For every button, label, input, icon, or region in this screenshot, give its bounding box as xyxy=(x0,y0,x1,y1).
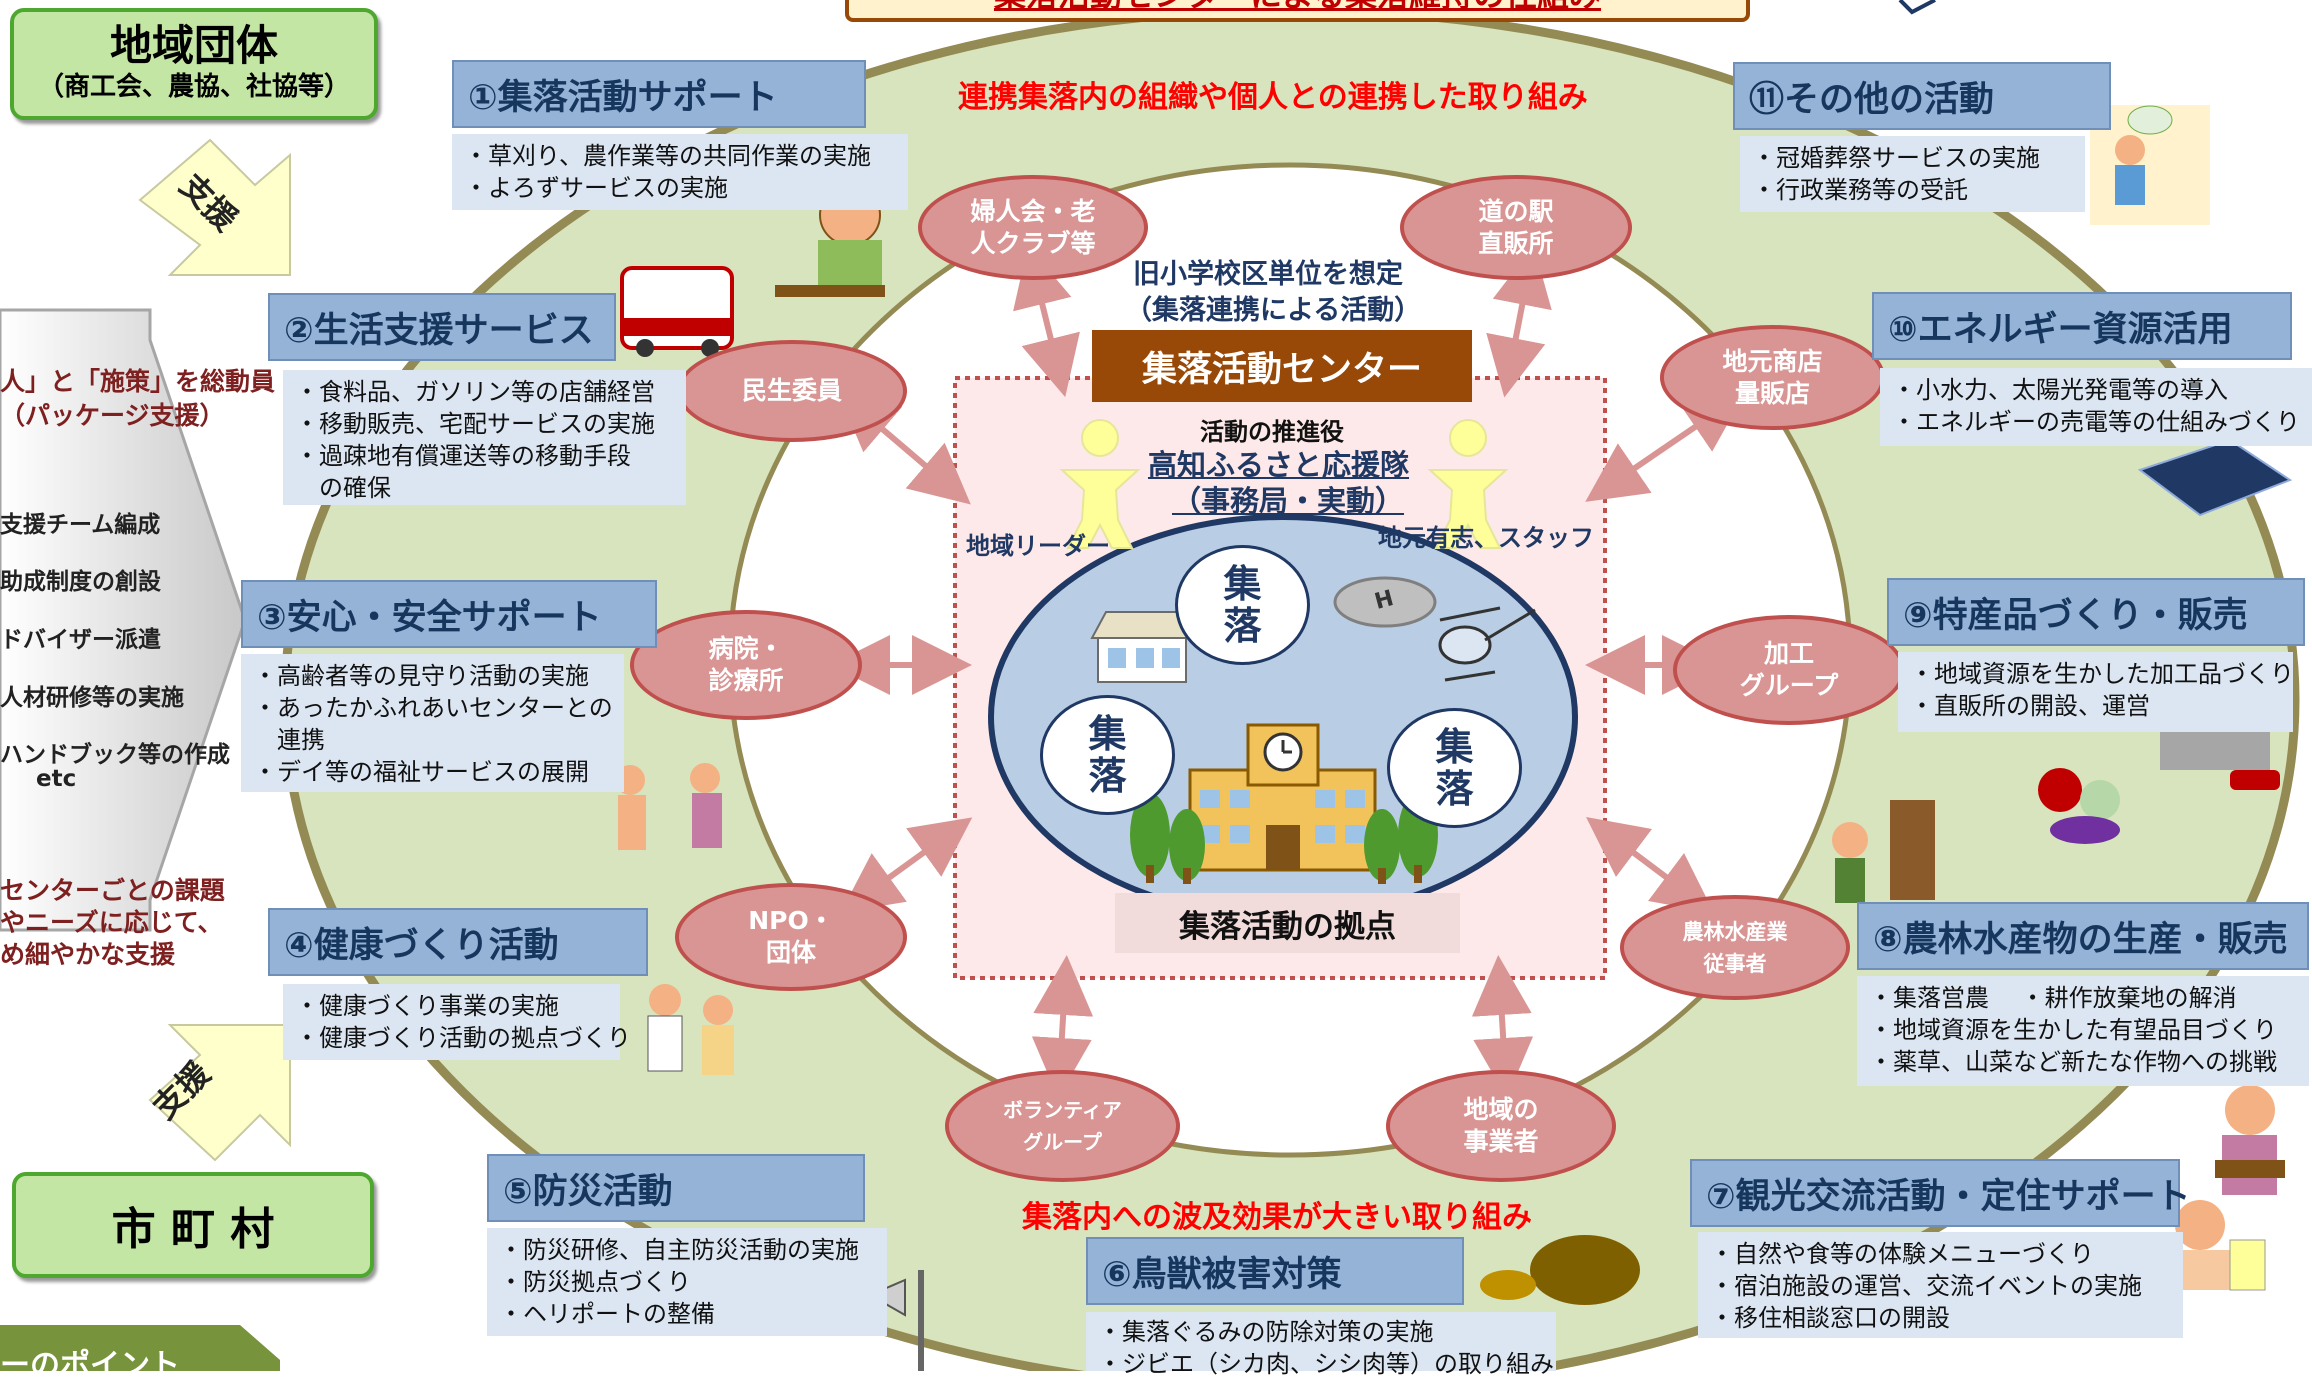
doctor-icon xyxy=(647,984,734,1075)
support-arrow-top xyxy=(138,138,291,276)
bottom-red-title: 集落内への波及効果が大きい取り組み xyxy=(1022,1200,1532,1235)
unit-line-1: 旧小学校区単位を想定 xyxy=(1133,259,1403,290)
elderly-care-icon xyxy=(615,763,722,850)
activity-4-header: ④健康づくり活動 xyxy=(268,908,648,976)
center-title-box: 集落活動センター xyxy=(1092,330,1472,402)
leader-figure-icon xyxy=(1059,419,1141,549)
boar-icon xyxy=(1480,1235,1640,1305)
support-team-line-2: （事務局・実動） xyxy=(1172,484,1405,518)
policy-line-2: （パッケージ支援） xyxy=(0,401,225,430)
left-note-line-2: やニーズに応じて、 xyxy=(0,908,223,937)
partner-processing-group: 加工 グループ xyxy=(1673,615,1905,725)
solar-panel-icon xyxy=(2137,438,2293,517)
school-icon xyxy=(1188,723,1377,872)
activity-7-list: ・自然や食等の体験メニューづくり・宿泊施設の運営、交流イベントの実施・移住相談窓… xyxy=(1698,1232,2183,1338)
bus-icon xyxy=(620,266,734,357)
left-note-line-3: め細やかな支援 xyxy=(0,940,176,969)
guide-person-icon xyxy=(2170,1200,2266,1291)
activity-8-header: ⑧農林水産物の生産・販売 xyxy=(1857,902,2309,970)
left-grey-arrow xyxy=(0,308,247,932)
partner-local-business: 地域の 事業者 xyxy=(1386,1070,1616,1182)
partner-roadside-station: 道の駅 直販所 xyxy=(1400,175,1632,280)
center-title: 集落活動センター xyxy=(1141,349,1422,390)
activity-3-list: ・高齢者等の見守り活動の実施・あったかふれあいセンターとの 連携・デイ等の福祉サ… xyxy=(241,654,624,792)
partner-primary-industry: 農林水産業 従事者 xyxy=(1620,895,1850,1000)
staff-label: 地元有志、スタッフ xyxy=(1378,524,1594,552)
municipality-box: 市 町 村 xyxy=(12,1172,374,1278)
support-team-line-1: 高知ふるさと応援隊 xyxy=(1148,448,1410,482)
left-item-4: 人材研修等の実施 xyxy=(0,685,184,711)
left-note: センターごとの課題 やニーズに応じて、 め細やかな支援 xyxy=(0,875,225,971)
partner-hospital: 病院・ 診療所 xyxy=(630,610,862,720)
activity-2-header: ②生活支援サービス xyxy=(268,293,616,361)
activity-6-header: ⑥鳥獣被害対策 xyxy=(1086,1237,1464,1305)
activity-1-header: ①集落活動サポート xyxy=(452,60,866,128)
left-item-6: etc xyxy=(36,766,77,792)
left-item-1: 支援チーム編成 xyxy=(0,512,161,538)
partner-volunteer-group: ボランティア グループ xyxy=(945,1070,1180,1182)
megaphone-icon xyxy=(867,1270,924,1371)
left-item-3: ドバイザー派遣 xyxy=(0,627,161,653)
partner-womens-club: 婦人会・老 人クラブ等 xyxy=(918,175,1148,280)
activity-10-list: ・小水力、太陽光発電等の導入・エネルギーの売電等の仕組みづくり xyxy=(1880,368,2312,446)
activity-2-list: ・食料品、ガソリン等の店舗経営・移動販売、宅配サービスの実施・過疎地有償運送等の… xyxy=(283,370,686,505)
bottom-left-tab xyxy=(0,1325,280,1371)
title-text: 集落活動センターによる集落維持の仕組み xyxy=(994,0,1601,16)
activity-5-header: ⑤防災活動 xyxy=(487,1154,865,1222)
top-right-arrow xyxy=(1898,0,1936,15)
left-item-5: ハンドブック等の作成 xyxy=(0,742,230,768)
leader-label: 地域リーダー xyxy=(966,532,1110,560)
activity-11-header: ⑪その他の活動 xyxy=(1733,62,2111,130)
village-circle-top: 集 落 xyxy=(1175,545,1310,665)
partner-welfare-commissioner: 民生委員 xyxy=(677,340,907,442)
unit-line-2: （集落連携による活動） xyxy=(1125,295,1422,326)
promoter-label: 活動の推進役 xyxy=(1200,418,1344,446)
top-red-title: 連携集落内の組織や個人との連携した取り組み xyxy=(958,80,1588,115)
policy-line-1: 人」と「施策」を総動員 xyxy=(0,367,276,396)
village-circle-right: 集 落 xyxy=(1387,708,1522,828)
helicopter-icon xyxy=(1438,606,1536,682)
activity-1-list: ・草刈り、農作業等の共同作業の実施・よろずサービスの実施 xyxy=(452,134,908,210)
produce-seller-icon xyxy=(2215,1085,2285,1195)
activity-11-list: ・冠婚葬祭サービスの実施・行政業務等の受託 xyxy=(1740,136,2085,212)
regional-org-box: 地域団体 （商工会、農協、社協等） xyxy=(10,8,378,120)
bottom-left-tab-label: ーのポイント xyxy=(0,1348,180,1383)
helipad-icon xyxy=(1333,576,1437,628)
regional-org-subtitle: （商工会、農協、社協等） xyxy=(37,72,350,102)
activity-9-list: ・地域資源を生かした加工品づくり・直販所の開設、運営 xyxy=(1898,652,2294,732)
activity-9-header: ⑨特産品づくり・販売 xyxy=(1887,578,2305,646)
house-icon xyxy=(1090,611,1194,683)
support-arrow-bottom xyxy=(148,1024,291,1162)
base-label-box: 集落活動の拠点 xyxy=(1115,893,1460,953)
partner-npo: NPO・ 団体 xyxy=(675,883,907,991)
forester-icon xyxy=(1832,800,1935,903)
regional-org-title: 地域団体 xyxy=(109,21,278,70)
municipality-label: 市 町 村 xyxy=(111,1204,275,1255)
activity-7-header: ⑦観光交流活動・定住サポート xyxy=(1690,1159,2191,1227)
activity-3-header: ③安心・安全サポート xyxy=(241,580,657,648)
vegetables-icon xyxy=(2038,768,2120,844)
title-banner: 集落活動センターによる集落維持の仕組み xyxy=(845,0,1750,22)
village-circle-left: 集 落 xyxy=(1040,695,1175,815)
activity-5-list: ・防災研修、自主防災活動の実施・防災拠点づくり・ヘリポートの整備 xyxy=(487,1228,887,1336)
left-note-line-1: センターごとの課題 xyxy=(0,876,225,905)
base-label: 集落活動の拠点 xyxy=(1179,908,1396,945)
partner-local-shops: 地元商店 量販店 xyxy=(1660,325,1885,430)
activity-6-list: ・集落ぐるみの防除対策の実施・ジビエ（シカ肉、シシ肉等）の取り組み xyxy=(1086,1312,1556,1378)
staff-figure-icon xyxy=(1427,419,1509,549)
activity-10-header: ⑩エネルギー資源活用 xyxy=(1872,292,2292,360)
activity-8-list: ・集落営農 ・耕作放棄地の解消・地域資源を生かした有望品目づくり・薬草、山菜など… xyxy=(1857,976,2309,1086)
activity-4-list: ・健康づくり事業の実施・健康づくり活動の拠点づくり xyxy=(283,984,631,1060)
left-item-2: 助成制度の創設 xyxy=(0,569,161,595)
